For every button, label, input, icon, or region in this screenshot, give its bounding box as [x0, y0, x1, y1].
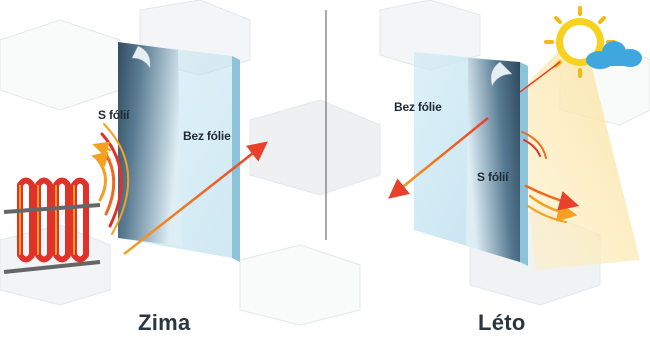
cloud-icon	[586, 41, 642, 69]
winter-film-layer	[118, 42, 182, 246]
sunbeam	[520, 50, 640, 270]
winter-heat-waves	[91, 123, 130, 235]
winter-without-film-label: Bez fólie	[183, 129, 231, 143]
summer-without-film-label: Bez fólie	[394, 100, 442, 114]
winter-with-film-label: S fólií	[98, 108, 130, 122]
winter-film-curl	[131, 45, 151, 69]
summer-transmit-arrow	[388, 117, 489, 199]
winter-glass-edge	[232, 56, 240, 262]
summer-reflect-waves	[521, 131, 580, 223]
winter-transmit-arrow	[123, 141, 268, 255]
winter-panel	[3, 42, 268, 274]
summer-panel	[388, 6, 642, 270]
winter-title: Zima	[138, 310, 191, 335]
summer-glass-edge	[520, 62, 528, 266]
radiator-icon	[3, 177, 101, 274]
summer-film-curl	[490, 61, 513, 87]
summer-title: Léto	[478, 310, 526, 335]
summer-with-film-label: S fólií	[477, 170, 509, 184]
summer-film-layer	[466, 58, 520, 262]
summer-beam-line	[519, 61, 561, 93]
